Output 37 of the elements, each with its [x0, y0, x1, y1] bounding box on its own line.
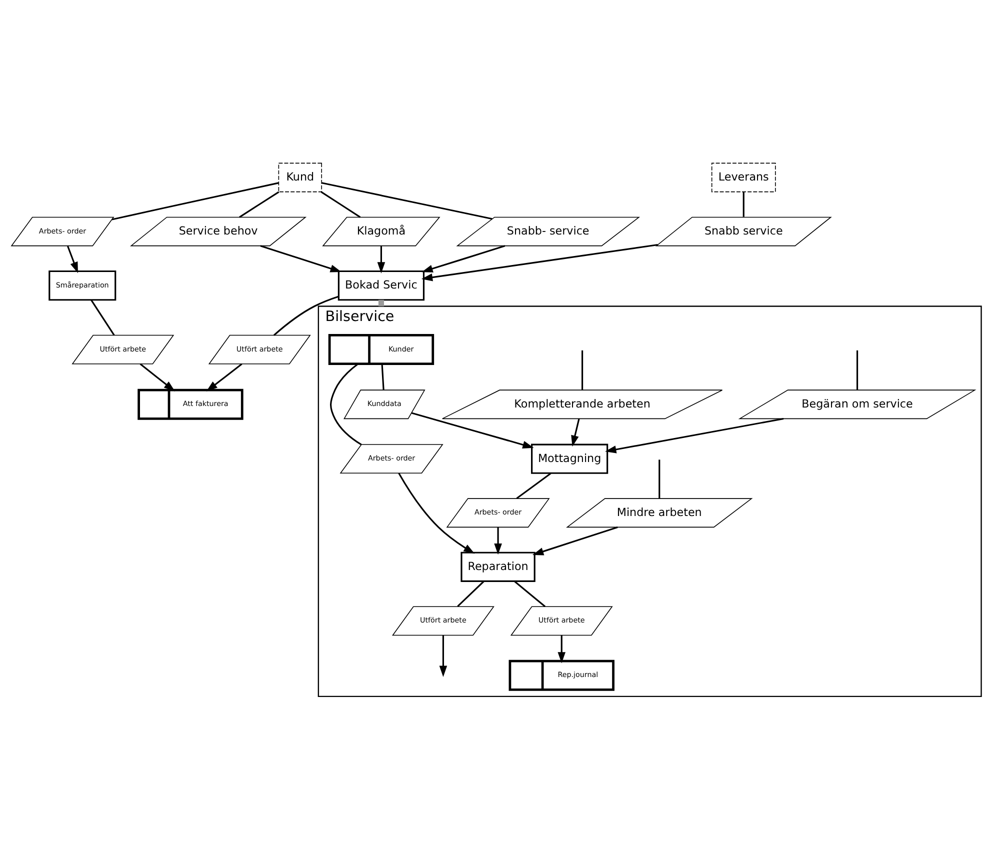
arrow [422, 244, 506, 272]
arrow [532, 526, 618, 555]
connector [856, 350, 858, 390]
arrow [421, 243, 658, 281]
connector [514, 580, 546, 607]
arrow [206, 362, 242, 391]
node-box: Reparation [460, 551, 536, 582]
node-box: Leverans [711, 162, 776, 192]
connector [457, 580, 484, 606]
arrow [67, 245, 78, 273]
connector [742, 192, 744, 216]
arrow [377, 246, 386, 273]
node-box: Kund [278, 162, 322, 192]
arrow [439, 634, 448, 676]
arrow [605, 417, 784, 453]
node-box: Bokad Servic [338, 270, 425, 300]
arrow [260, 244, 342, 272]
arrow [571, 418, 580, 446]
node-box: Småreparation [48, 270, 116, 300]
connector [239, 190, 280, 218]
connector [90, 298, 115, 336]
connector [582, 350, 584, 390]
connector [378, 299, 384, 306]
arrow [398, 472, 475, 554]
connector [320, 190, 361, 218]
connector [273, 295, 339, 336]
arrow [412, 412, 534, 448]
connector [381, 364, 384, 390]
arrow [494, 526, 502, 554]
connector [658, 459, 660, 498]
connector [322, 182, 492, 220]
connector [330, 362, 362, 445]
node-box: Mottagning [531, 443, 608, 474]
arrow [140, 362, 176, 391]
connector [112, 182, 279, 220]
arrow [558, 634, 566, 663]
connector [516, 472, 552, 499]
